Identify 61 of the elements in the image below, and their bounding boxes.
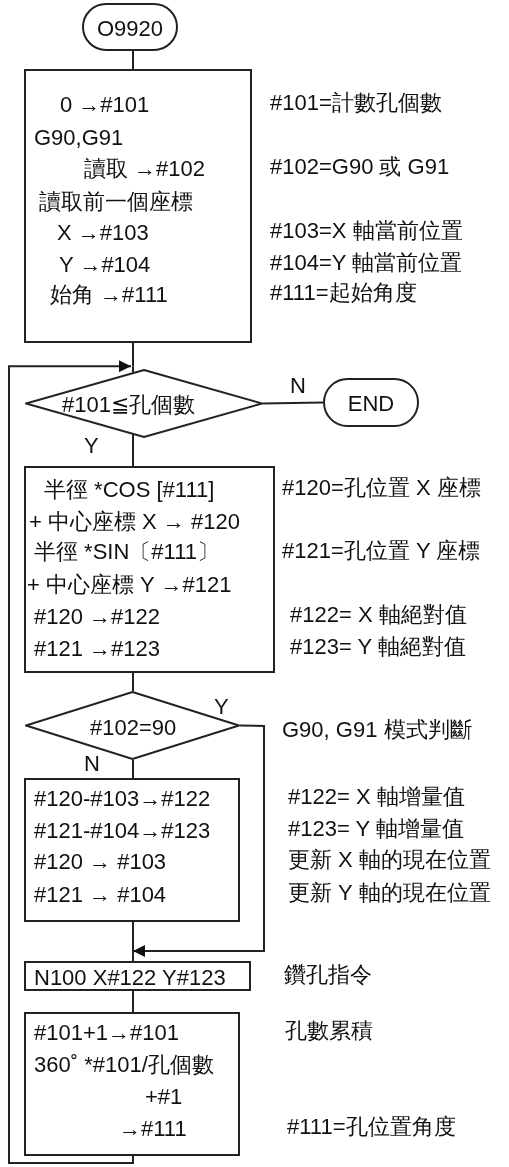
annotation-text: #123= Y 軸增量值 [288, 815, 464, 843]
statement-text: G90,G91 [34, 124, 124, 152]
condition-text: #101≦孔個數 [62, 391, 196, 419]
annotation-text: #122= X 軸絕對值 [290, 601, 467, 629]
annotation-text: 更新 X 軸的現在位置 [288, 846, 491, 874]
annotation-text: #102=G90 或 G91 [270, 153, 450, 181]
connector-line [132, 342, 134, 368]
statement-text: N100 X#122 Y#123 [34, 964, 226, 992]
statement-text: 0 →#101 [60, 91, 150, 119]
statement-text: + 中心座標 Y →#121 [27, 571, 232, 599]
annotation-text: 更新 Y 軸的現在位置 [288, 879, 491, 907]
terminal-label: O9920 [95, 15, 165, 43]
connector-line [132, 672, 134, 693]
annotation-text: #120=孔位置 X 座標 [282, 474, 481, 502]
statement-text: →#111 [119, 1115, 187, 1143]
statement-text: Y →#104 [59, 251, 151, 279]
process-box [24, 961, 251, 991]
annotation-text: #111=孔位置角度 [287, 1113, 456, 1141]
annotation-text: #121=孔位置 Y 座標 [282, 537, 481, 565]
decision-diamond [25, 369, 263, 438]
annotation-text: #104=Y 軸當前位置 [270, 249, 463, 277]
arrow [8, 360, 134, 1164]
statement-text: #121 → #104 [34, 881, 167, 909]
statement-text: + 中心座標 X → #120 [29, 508, 240, 536]
annotation-text: 孔數累積 [285, 1017, 373, 1045]
annotation-text: #123= Y 軸絕對值 [290, 633, 466, 661]
process-box [24, 69, 252, 343]
statement-text: X →#103 [57, 219, 149, 247]
statement-text: 半徑 *COS [#111] [44, 476, 215, 504]
statement-text: #120-#103→#122 [34, 785, 211, 813]
process-box [24, 466, 275, 673]
condition-text: #102=90 [90, 714, 177, 742]
connector-line [132, 758, 134, 779]
annotation-text: #103=X 軸當前位置 [270, 217, 463, 245]
connector-line [132, 990, 134, 1013]
statement-text: #121 →#123 [34, 635, 160, 663]
statement-text: #121-#104→#123 [34, 817, 211, 845]
statement-text: 始角 →#111 [50, 281, 168, 309]
process-box [24, 1012, 240, 1156]
connector-line [132, 950, 134, 962]
statement-text: 讀取前一個座標 [39, 188, 193, 216]
annotation-text: #101=計數孔個數 [270, 89, 442, 117]
statement-text: 讀取 →#102 [84, 155, 206, 183]
connector-line [132, 50, 134, 70]
statement-text: #101+1→#101 [34, 1019, 179, 1047]
connector-line [262, 401, 324, 405]
connector-line [132, 433, 134, 467]
statement-text: 半徑 *SIN〔#111〕 [34, 538, 220, 566]
process-box [24, 778, 240, 922]
arrow [132, 724, 265, 957]
connector-line [132, 921, 134, 952]
annotation-text: #122= X 軸增量值 [288, 783, 465, 811]
statement-text: 360˚ *#101/孔個數 [34, 1051, 214, 1079]
connector-line [132, 365, 134, 374]
annotation-text: #111=起始角度 [270, 279, 417, 307]
annotation-text: G90, G91 模式判斷 [282, 716, 472, 744]
statement-text: #120 → #103 [34, 848, 167, 876]
statement-text: #120 →#122 [34, 603, 160, 631]
terminal-label: END [346, 390, 396, 418]
annotation-text: 鑽孔指令 [284, 961, 372, 989]
statement-text: +#1 [145, 1083, 183, 1111]
